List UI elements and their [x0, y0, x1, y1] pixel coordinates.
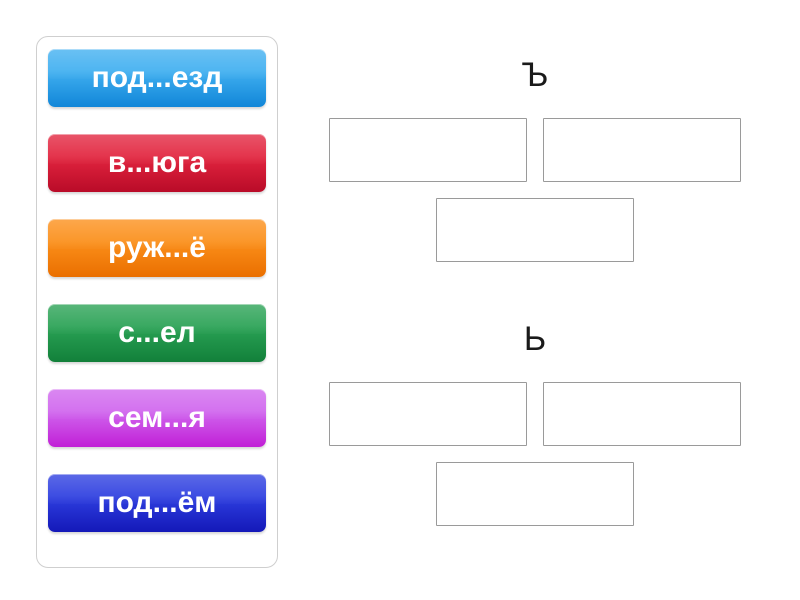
word-tile[interactable]: руж...ё — [48, 219, 266, 277]
word-tile-label: руж...ё — [108, 231, 206, 264]
category-columns: Ъ Ь — [300, 36, 770, 568]
word-tile-label: под...езд — [91, 61, 223, 94]
word-tile[interactable]: сем...я — [48, 389, 266, 447]
dropzone-slot[interactable] — [329, 382, 527, 446]
word-tile-label: с...ел — [118, 316, 196, 349]
category-heading: Ъ — [521, 56, 549, 94]
word-tile[interactable]: под...ём — [48, 474, 266, 532]
category-hard-sign: Ъ — [300, 58, 770, 262]
category-heading: Ь — [523, 320, 547, 358]
word-tile-label: под...ём — [97, 486, 217, 519]
word-tile[interactable]: под...езд — [48, 49, 266, 107]
word-tile-label: в...юга — [107, 146, 207, 179]
word-tile-label: сем...я — [108, 401, 206, 434]
dropzone-slot[interactable] — [436, 198, 634, 262]
dropzone-slot[interactable] — [436, 462, 634, 526]
category-soft-sign: Ь — [300, 322, 770, 526]
word-tile-list: под...езд в...юга руж...ё с...ел сем...я… — [48, 49, 266, 555]
dropzone-slot[interactable] — [329, 118, 527, 182]
word-tile[interactable]: в...юга — [48, 134, 266, 192]
word-bank-panel: под...езд в...юга руж...ё с...ел сем...я… — [36, 36, 278, 568]
dropzone-group — [300, 382, 770, 526]
word-tile[interactable]: с...ел — [48, 304, 266, 362]
dropzone-slot[interactable] — [543, 382, 741, 446]
dropzone-group — [300, 118, 770, 262]
dropzone-slot[interactable] — [543, 118, 741, 182]
